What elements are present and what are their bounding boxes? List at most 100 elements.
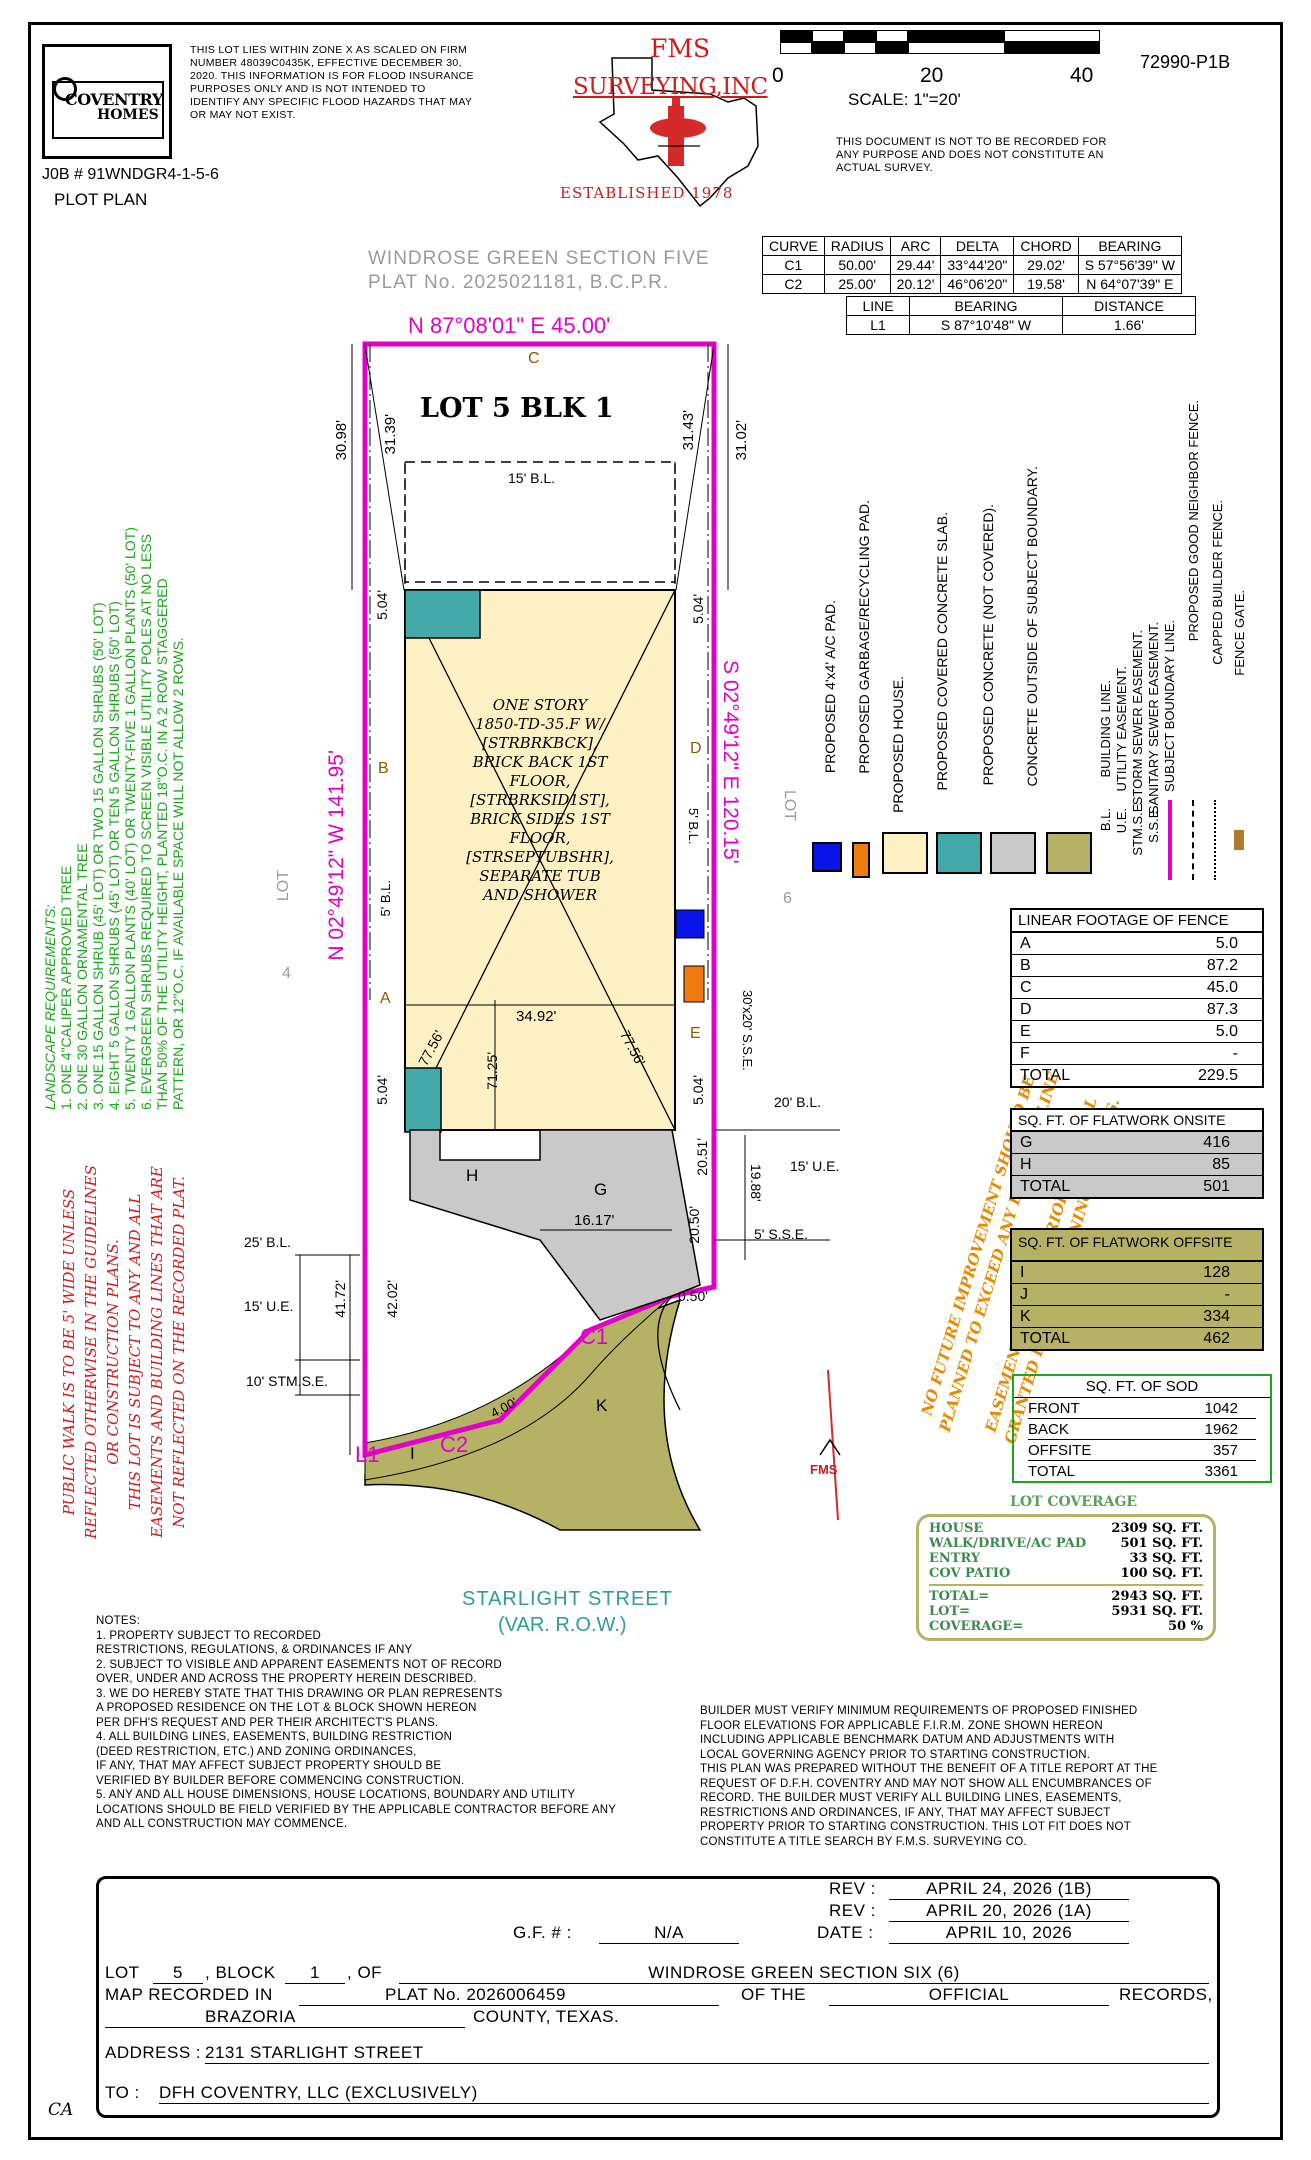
- capped-fence-swatch: [1214, 800, 1218, 880]
- offsite-value: -: [1224, 1285, 1230, 1303]
- dim-31-02: 31.02': [733, 420, 750, 461]
- house-line: [STRBRKSID1ST],: [470, 791, 610, 809]
- dim-31-39: 31.39': [382, 414, 399, 455]
- offsite-label: K: [1020, 1307, 1031, 1325]
- plan-type: PLOT PLAN: [54, 190, 148, 209]
- coverage-label: COV PATIO: [929, 1566, 1011, 1581]
- sod-title: SQ. FT. OF SOD: [1014, 1376, 1270, 1398]
- fms-title: FMS: [650, 34, 711, 63]
- fence-value: 87.2: [1206, 956, 1238, 974]
- table-row: L1 S 87°10'48" W 1.66': [846, 315, 1196, 335]
- sod-label: BACK: [1028, 1420, 1069, 1438]
- builder-line: RECORD. THE BUILDER MUST VERIFY ALL BUIL…: [700, 1792, 1122, 1804]
- label-c2: C2: [440, 1432, 469, 1457]
- th: CHORD: [1013, 236, 1079, 256]
- note-line: IF ANY, THAT MAY AFFECT SUBJECT PROPERTY…: [96, 1760, 442, 1772]
- note-line: (DEED RESTRICTION, ETC.) AND ZONING ORDI…: [96, 1745, 417, 1758]
- table-row: H 85: [1012, 1154, 1262, 1176]
- legend-swatch-garbage: [852, 842, 870, 878]
- cell: 20.12': [889, 274, 942, 294]
- onsite-value: 85: [1212, 1155, 1230, 1173]
- abbrev-text: SANITARY SEWER EASEMENT.: [1146, 622, 1161, 815]
- offsite-title: SQ. FT. OF FLATWORK OFFSITE: [1012, 1230, 1262, 1262]
- fence-value: -: [1232, 1044, 1238, 1062]
- line-table: LINE BEARING DISTANCE L1 S 87°10'48" W 1…: [846, 296, 1196, 335]
- house-line: 1850-TD-35.F W/: [475, 715, 605, 733]
- scale-text: SCALE: 1"=20': [848, 90, 961, 109]
- dim-34-92: 34.92': [516, 1008, 557, 1025]
- coventry-logo: COVENTRY HOMES: [42, 44, 172, 159]
- onsite-value: 416: [1203, 1133, 1230, 1151]
- label-l1: L1: [355, 1442, 380, 1467]
- builder-line: INCLUDING APPLICABLE BENCHMARK DATUM AND…: [700, 1734, 1115, 1746]
- coverage-label: HOUSE: [929, 1521, 984, 1536]
- house-description: ONE STORY 1850-TD-35.F W/ [STRBRKBCK], B…: [440, 696, 640, 905]
- disclaimer: THIS DOCUMENT IS NOT TO BE RECORDED FOR …: [836, 136, 1107, 174]
- sod-value: 1042: [1204, 1399, 1238, 1417]
- plat-value: PLAT No. 2026006459: [299, 1985, 719, 2006]
- gf-label: G.F. # :: [513, 1923, 572, 1942]
- official-value: OFFICIAL: [829, 1985, 1109, 2006]
- legend-label: PROPOSED 4'x4' A/C PAD.: [822, 600, 838, 774]
- landscape-item: 1. ONE 4"CALIPER APPROVED TREE: [58, 865, 74, 1110]
- cell: C2: [762, 274, 825, 294]
- coverage-label: TOTAL=: [929, 1589, 990, 1604]
- lot-coverage-title: LOT COVERAGE: [1010, 1494, 1138, 1510]
- plat-drawing: [295, 341, 841, 1531]
- onsite-label: G: [1020, 1133, 1033, 1151]
- table-row: G 416: [1012, 1132, 1262, 1154]
- fms-established: ESTABLISHED 1978: [560, 184, 734, 202]
- label-d: D: [690, 740, 702, 757]
- table-row: TOTAL 501: [1012, 1176, 1262, 1197]
- legend-label: PROPOSED CONCRETE (NOT COVERED).: [980, 504, 996, 786]
- title-block: REV : APRIL 24, 2026 (1B) REV : APRIL 20…: [96, 1876, 1220, 2118]
- fence-label: F: [1020, 1044, 1030, 1062]
- table-row: J-: [1012, 1284, 1262, 1306]
- gf-value: N/A: [599, 1923, 739, 1944]
- house-line: FLOOR,: [509, 772, 571, 790]
- ue-15-a: 15' U.E.: [790, 1158, 840, 1174]
- cell: 50.00': [823, 255, 891, 275]
- of-the-label: OF THE: [741, 1985, 807, 2004]
- label-g: G: [594, 1180, 608, 1199]
- fence-label: A: [1020, 934, 1031, 952]
- cell: 46°06'20": [940, 274, 1015, 294]
- dim-5-04-b: 5.04': [690, 594, 706, 624]
- landscape-item: 6. EVERGREEN SHRUBS REQUIRED TO SCREEN V…: [138, 534, 154, 1110]
- offsite-total-label: TOTAL: [1020, 1329, 1071, 1347]
- walk-line: PUBLIC WALK IS TO BE 5' WIDE UNLESS: [60, 1188, 78, 1516]
- dim-5-04-c: 5.04': [374, 1075, 390, 1105]
- lot-value: 5: [153, 1963, 203, 1984]
- coverage-value: 2309 SQ. FT.: [1111, 1521, 1203, 1536]
- abbrev-text: STORM SEWER EASEMENT.: [1130, 630, 1145, 806]
- note-line: A PROPOSED RESIDENCE ON THE LOT & BLOCK …: [96, 1702, 477, 1714]
- onsite-total: 501: [1203, 1177, 1230, 1195]
- block-label: , BLOCK: [205, 1963, 276, 1982]
- stm-10: 10' STM.S.E.: [246, 1373, 329, 1389]
- rev-label-1: REV :: [829, 1879, 876, 1898]
- table-row: F-: [1012, 1043, 1262, 1065]
- coverage-label: COVERAGE=: [929, 1619, 1024, 1634]
- street-name: STARLIGHT STREET: [462, 1588, 673, 1610]
- of-label: , OF: [347, 1963, 383, 1982]
- landscape-item: PATTERN, OR 12"O.C. IF AVAILABLE SPACE W…: [170, 637, 186, 1110]
- curve-table-header: CURVE RADIUS ARC DELTA CHORD BEARING: [762, 236, 1183, 256]
- offsite-value: 128: [1203, 1263, 1230, 1281]
- note-line: 2. SUBJECT TO VISIBLE AND APPARENT EASEM…: [96, 1658, 502, 1671]
- sod-value: 1962: [1204, 1420, 1238, 1438]
- onsite-total-label: TOTAL: [1020, 1177, 1071, 1195]
- curve-table: CURVE RADIUS ARC DELTA CHORD BEARING C1 …: [762, 236, 1183, 294]
- builder-line: THIS PLAN WAS PREPARED WITHOUT THE BENEF…: [700, 1763, 1158, 1775]
- landscape-title: LANDSCAPE REQUIREMENTS:: [42, 904, 58, 1110]
- fence-total-label: TOTAL: [1020, 1066, 1071, 1084]
- onsite-label: H: [1020, 1155, 1032, 1173]
- legend-label: PROPOSED HOUSE.: [890, 676, 906, 813]
- logo-text-1: COVENTRY: [65, 90, 163, 109]
- date-value: APRIL 10, 2026: [889, 1923, 1129, 1944]
